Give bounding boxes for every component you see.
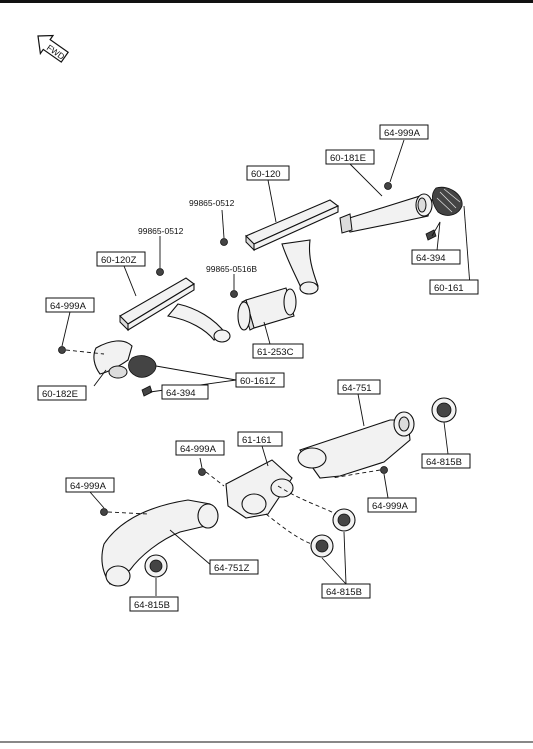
duct-61-253C: [237, 287, 297, 331]
svg-text:60-120Z: 60-120Z: [101, 255, 137, 266]
vent-60-120Z: [119, 277, 231, 343]
svg-text:61-161: 61-161: [242, 435, 272, 446]
svg-text:64-815B: 64-815B: [326, 587, 362, 598]
screw-icon: [156, 268, 164, 276]
svg-text:64-999A: 64-999A: [50, 301, 87, 312]
label-61-161: 61-161: [237, 431, 283, 447]
label-64-999A-top: 64-999A: [379, 124, 429, 140]
nozzle-64-815B-bottom-1: [332, 508, 356, 532]
label-60-161: 60-161: [429, 279, 479, 295]
fwd-arrow-icon: FWD: [37, 34, 69, 63]
label-60-120Z: 60-120Z: [96, 251, 146, 267]
screw-icon: [384, 182, 392, 190]
clip-64-394-left: [141, 385, 153, 397]
vent-60-120: [245, 199, 340, 295]
label-61-253C: 61-253C: [252, 343, 304, 359]
grille-60-161: [432, 186, 463, 216]
svg-text:60-182E: 60-182E: [42, 389, 78, 400]
label-60-120: 60-120: [246, 165, 290, 181]
duct-61-161: [225, 459, 294, 519]
duct-60-182E: [93, 340, 133, 379]
screw-icon: [230, 290, 238, 298]
label-64-815B-bottom: 64-815B: [321, 583, 371, 599]
nozzle-64-815B-right: [431, 397, 457, 423]
nozzle-64-815B-left: [144, 554, 168, 578]
label-64-999A-left: 64-999A: [45, 297, 95, 313]
screw-icon: [100, 508, 108, 516]
screw-icon: [380, 466, 388, 474]
label-64-394-left: 64-394: [161, 384, 209, 400]
svg-text:64-999A: 64-999A: [180, 444, 217, 455]
svg-text:64-751: 64-751: [342, 383, 372, 394]
screw-icon: [198, 468, 206, 476]
label-64-999A-lower-left: 64-999A: [65, 477, 115, 493]
svg-text:64-999A: 64-999A: [384, 128, 421, 139]
svg-text:60-161Z: 60-161Z: [240, 376, 276, 387]
svg-text:60-181E: 60-181E: [330, 153, 366, 164]
grille-60-161Z: [128, 355, 157, 378]
label-64-751: 64-751: [337, 379, 381, 395]
label-64-751Z: 64-751Z: [209, 559, 259, 575]
svg-text:60-161: 60-161: [434, 283, 464, 294]
label-99865-0516B: 99865-0516B: [206, 264, 257, 274]
screw-icon: [220, 238, 228, 246]
duct-64-751Z: [101, 499, 219, 587]
label-99865-0512-a: 99865-0512: [189, 198, 235, 208]
label-60-181E: 60-181E: [325, 149, 375, 165]
svg-text:64-815B: 64-815B: [426, 457, 462, 468]
svg-text:64-999A: 64-999A: [372, 501, 409, 512]
label-64-815B-left: 64-815B: [129, 596, 179, 612]
label-64-394-right: 64-394: [411, 249, 461, 265]
label-64-815B-right: 64-815B: [421, 453, 471, 469]
svg-text:64-999A: 64-999A: [70, 481, 107, 492]
svg-text:64-751Z: 64-751Z: [214, 563, 250, 574]
screw-icon: [58, 346, 66, 354]
svg-text:64-394: 64-394: [416, 253, 446, 264]
label-60-161Z: 60-161Z: [235, 372, 285, 388]
svg-text:61-253C: 61-253C: [257, 347, 294, 358]
nozzle-64-815B-bottom-2: [310, 534, 334, 558]
duct-64-751: [297, 411, 415, 479]
label-99865-0512-b: 99865-0512: [138, 226, 184, 236]
label-64-999A-lower-right: 64-999A: [367, 497, 417, 513]
duct-60-181E: [339, 193, 433, 234]
svg-text:64-394: 64-394: [166, 388, 196, 399]
label-64-999A-mid: 64-999A: [175, 440, 225, 456]
label-60-182E: 60-182E: [37, 385, 87, 401]
svg-text:64-815B: 64-815B: [134, 600, 170, 611]
svg-text:60-120: 60-120: [251, 169, 281, 180]
